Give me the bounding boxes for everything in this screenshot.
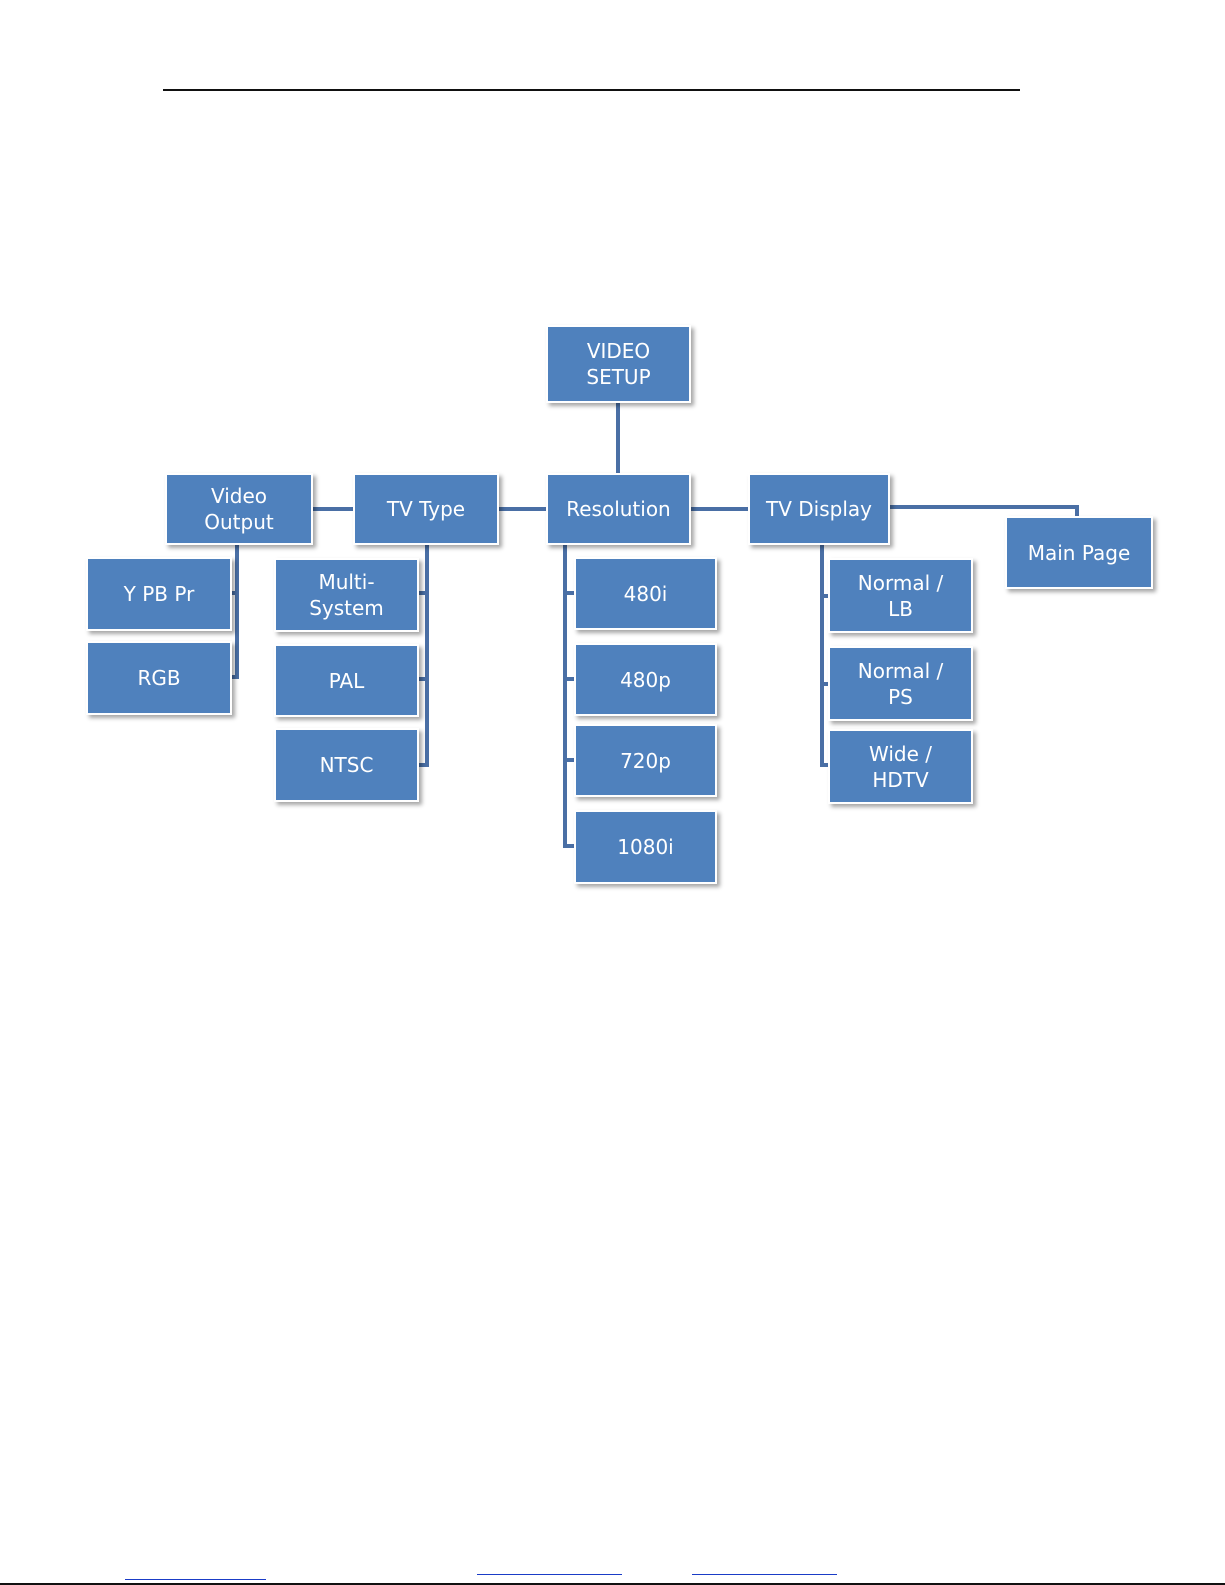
node-main-page: Main Page — [1005, 516, 1153, 589]
footer-link-underline — [125, 1579, 266, 1580]
node-rgb: RGB — [86, 641, 232, 715]
connector-tvtype-children — [419, 545, 427, 765]
node-pal: PAL — [274, 644, 419, 717]
node-multi-system: Multi- System — [274, 558, 419, 632]
node-ntsc: NTSC — [274, 728, 419, 802]
footer-link-underline — [692, 1574, 837, 1575]
node-1080i: 1080i — [574, 810, 717, 884]
connector-tvdisplay-mainpage — [890, 507, 1077, 516]
connector-resolution-children — [565, 545, 574, 846]
node-tv-type: TV Type — [353, 473, 499, 545]
node-480i: 480i — [574, 557, 717, 630]
footer-link-underline — [477, 1574, 622, 1575]
node-normal-lb: Normal / LB — [828, 558, 973, 633]
node-tv-display: TV Display — [748, 473, 890, 545]
node-480p: 480p — [574, 643, 717, 716]
node-resolution: Resolution — [546, 473, 691, 545]
node-720p: 720p — [574, 724, 717, 797]
node-wide-hdtv: Wide / HDTV — [828, 729, 973, 804]
connector-videooutput-children — [232, 545, 237, 677]
node-video-setup: VIDEO SETUP — [546, 325, 691, 403]
node-video-output: Video Output — [165, 473, 313, 545]
node-ypbpr: Y PB Pr — [86, 557, 232, 631]
node-normal-ps: Normal / PS — [828, 646, 973, 721]
